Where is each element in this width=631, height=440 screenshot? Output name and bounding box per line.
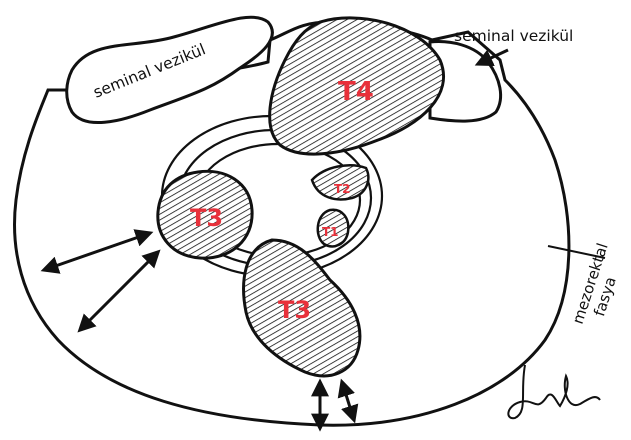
signature-scribble xyxy=(508,365,600,418)
seminal-vesicle-right-label: seminal vezikül xyxy=(454,27,573,45)
distance-arrow-lower xyxy=(80,252,158,330)
tumor-t3-bottom-label: T3 xyxy=(278,296,311,324)
tumor-t3-left-label: T3 xyxy=(190,204,223,232)
distance-arrow-upper xyxy=(44,233,150,270)
distance-arrow-bottom-right xyxy=(342,382,354,420)
tumor-t4-label: T4 xyxy=(338,77,374,107)
fascia-label: mezorektal fasya xyxy=(569,241,629,332)
tumor-t2-label: T2 xyxy=(334,182,351,196)
tumor-t1-label: T1 xyxy=(322,225,339,239)
